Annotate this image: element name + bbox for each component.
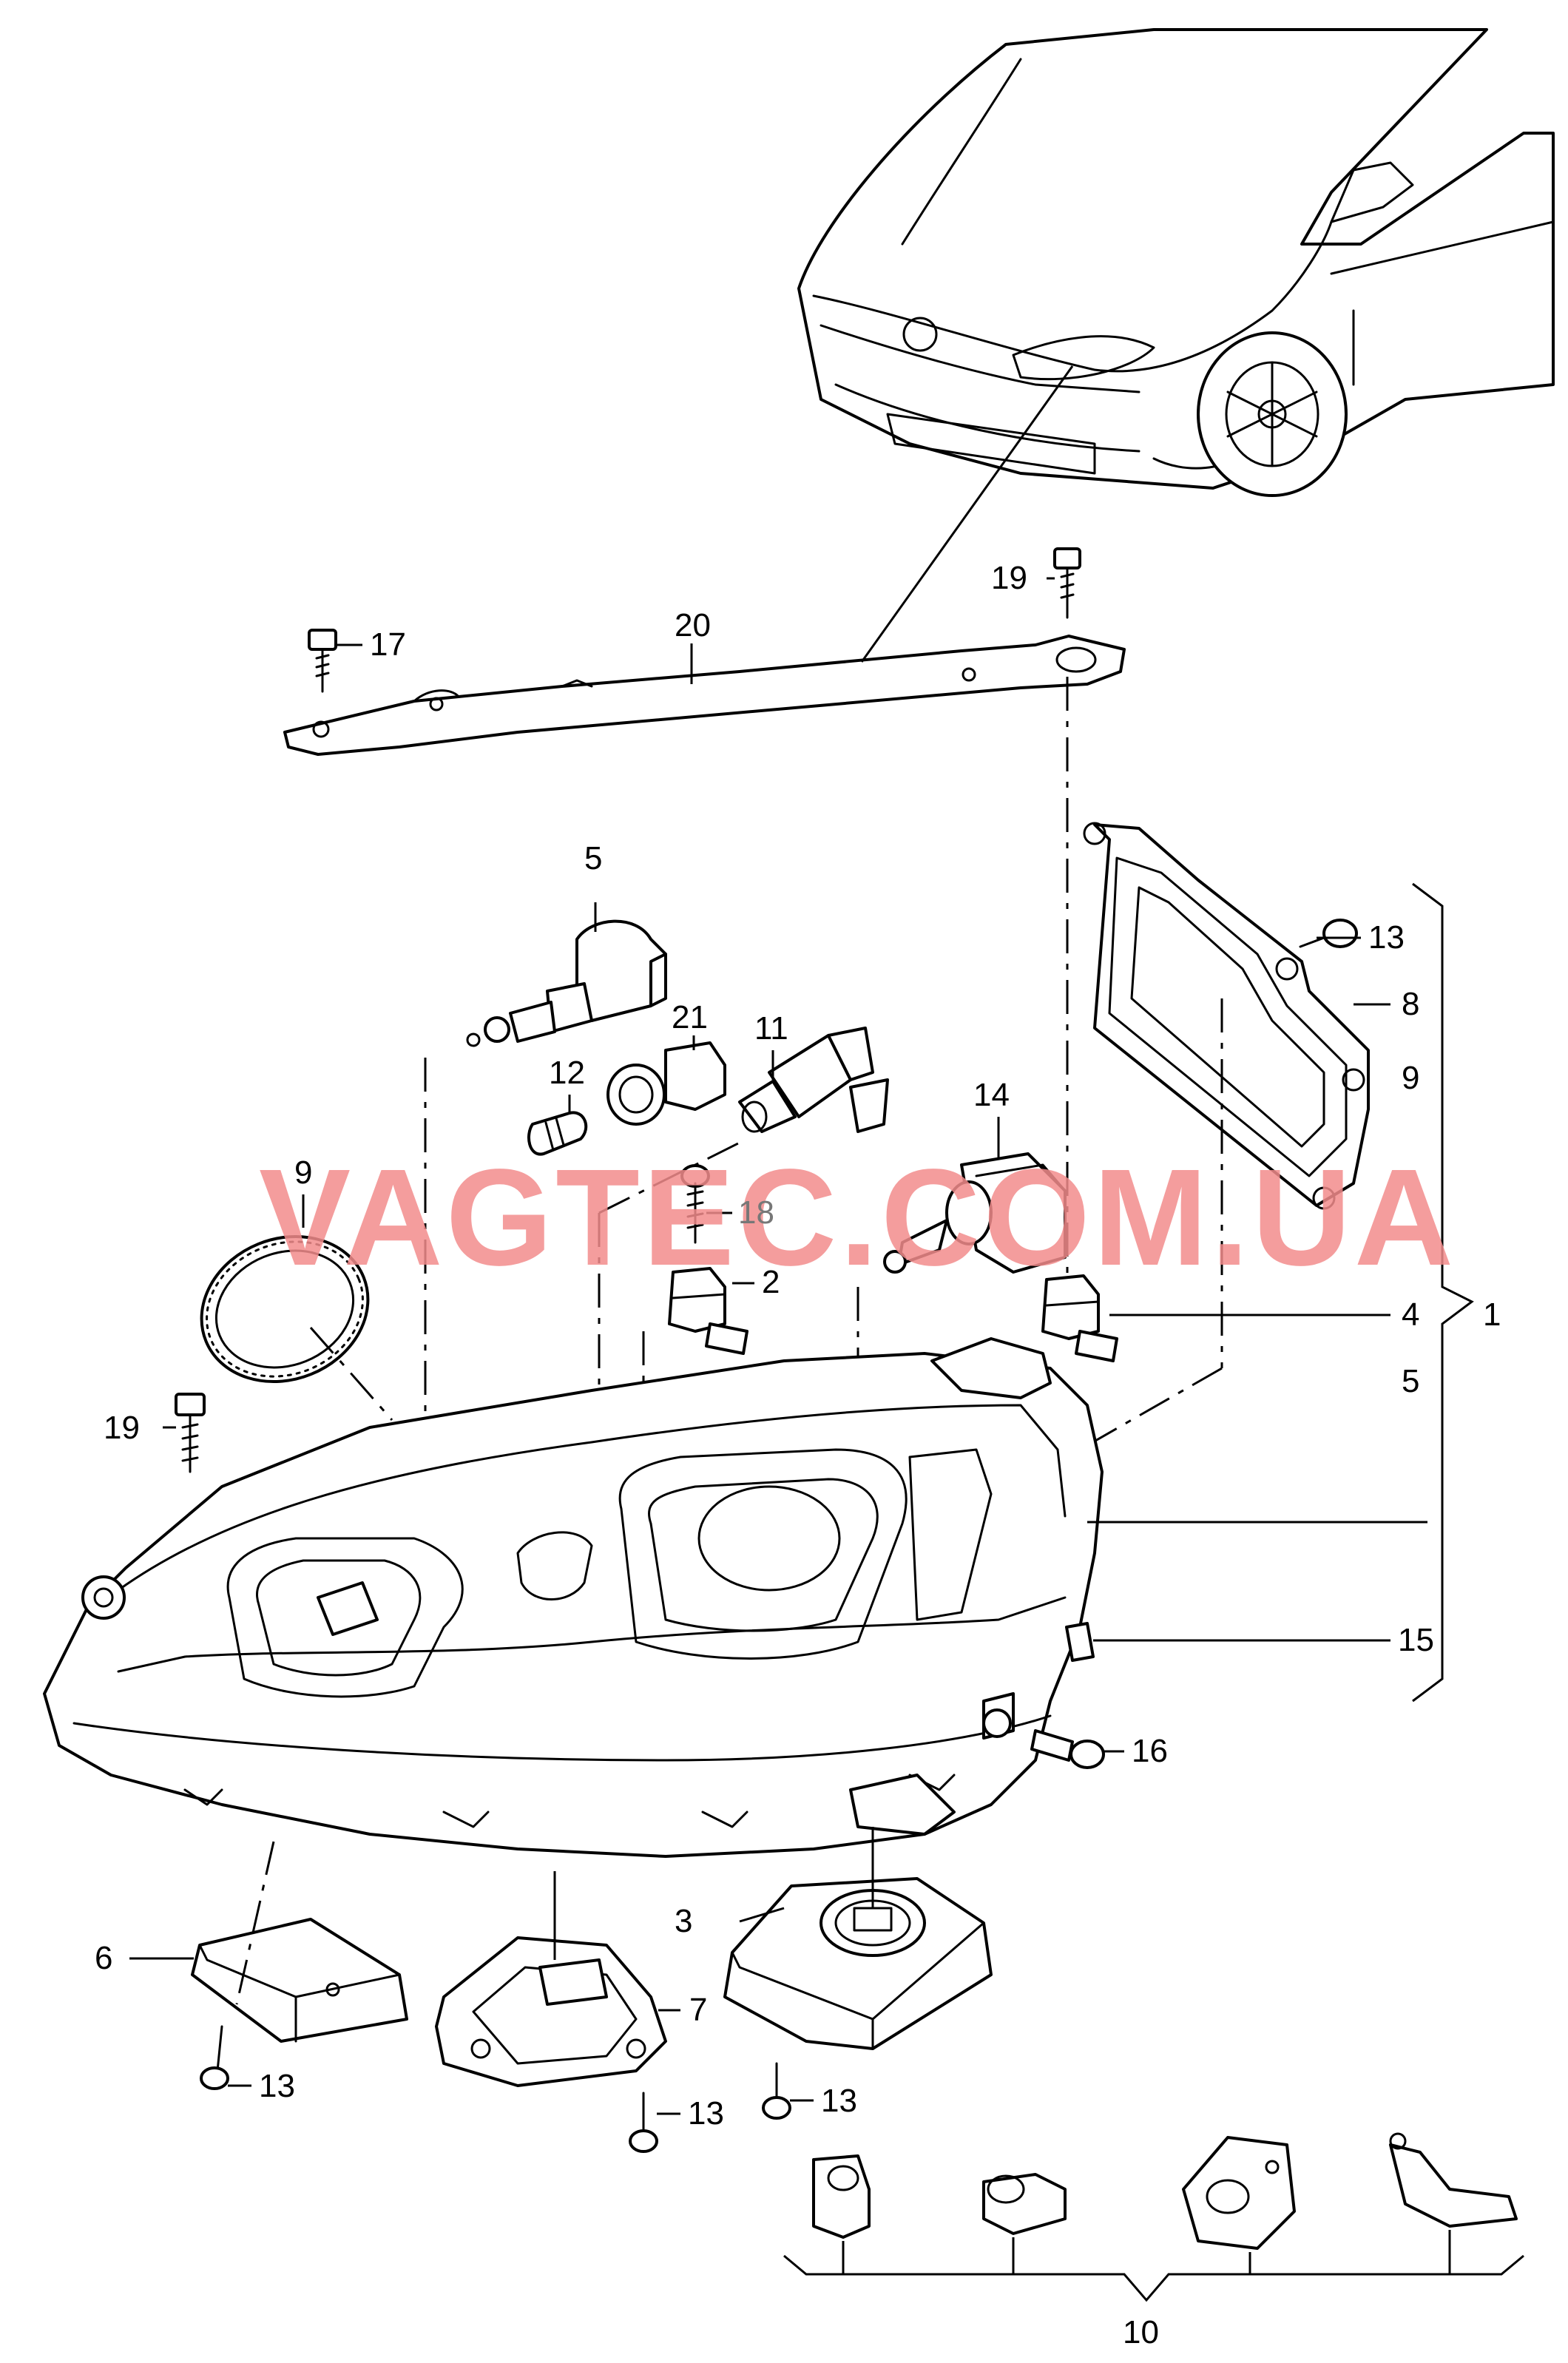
car-front-illustration (797, 28, 1555, 497)
bulb-11-axis (598, 1137, 748, 1214)
bolt-19-lower (175, 1393, 206, 1473)
headlight-housing (43, 1337, 1104, 1858)
cover-gasket (1083, 822, 1370, 1210)
bulb-5 (466, 919, 667, 1047)
callout-19-upper: 19 (991, 560, 1027, 596)
bulb-12 (527, 1111, 588, 1156)
screw-13-upper (1299, 919, 1358, 948)
watermark: VAGTEC.COM.UA (259, 1141, 1456, 1294)
callout-18: 18 (738, 1194, 774, 1231)
screw-13-left (200, 2025, 229, 2090)
callout-3: 3 (675, 1903, 692, 1939)
callout-12: 12 (549, 1055, 585, 1091)
connector-10a (812, 2154, 871, 2239)
bulb-11 (738, 1027, 889, 1133)
callout-5-lower: 5 (1402, 1363, 1419, 1399)
set-bracket-1 (1412, 882, 1474, 1703)
bolt-16 (308, 629, 337, 693)
connector-10d (1389, 2132, 1518, 2228)
clip-4 (1041, 1274, 1118, 1362)
control-module-6 (191, 1918, 408, 2043)
callout-9-left: 9 (294, 1155, 312, 1191)
clip-15 (1065, 1622, 1095, 1662)
gasket-axis-2 (1079, 1367, 1223, 1451)
connector-10c (1182, 2136, 1296, 2250)
callout-10: 10 (1123, 2314, 1159, 2350)
callout-13-upper: 13 (1368, 919, 1405, 956)
callout-19-lower: 19 (104, 1410, 140, 1446)
xenon-bulb-14 (883, 1152, 1067, 1274)
screw-13-middle (629, 2092, 658, 2153)
callout-16-17: 16 (1132, 1733, 1168, 1769)
callout-13-left: 13 (259, 2068, 295, 2104)
callout-21: 21 (672, 999, 708, 1035)
bulb-21 (606, 1041, 726, 1126)
leader-lines (129, 577, 1427, 2115)
carrier-bar-link-line (860, 365, 1074, 663)
callout-14: 14 (973, 1077, 1010, 1113)
ring-axis (309, 1327, 393, 1421)
module-6-axis (235, 1841, 275, 2005)
clip-2 (668, 1267, 748, 1355)
screw-13-right (762, 2062, 791, 2120)
carrier-bar (283, 635, 1126, 756)
callout-5-upper: 5 (584, 840, 602, 876)
callout-2: 2 (762, 1264, 780, 1300)
bracket-7 (435, 1936, 667, 2087)
callout-9-right: 9 (1402, 1060, 1419, 1096)
screw-18 (680, 1164, 710, 1244)
callout-8: 8 (1402, 986, 1419, 1022)
screw-17 (1030, 1729, 1105, 1769)
callout-15: 15 (1398, 1622, 1434, 1658)
callout-16: 17 (370, 626, 406, 663)
bolt-19-upper (1053, 547, 1081, 619)
callout-13-middle: 13 (688, 2095, 724, 2132)
callout-13-right: 13 (821, 2083, 857, 2119)
connector-10-bracket (783, 2230, 1524, 2302)
callout-4: 4 (1402, 1297, 1419, 1333)
callout-6: 6 (95, 1940, 112, 1976)
callout-20: 20 (675, 607, 711, 643)
ballast-3 (723, 1877, 993, 2050)
callout-11: 11 (754, 1010, 788, 1047)
callout-1: 1 (1483, 1297, 1501, 1333)
callout-7: 7 (689, 1992, 707, 2028)
connector-10b (982, 2173, 1067, 2235)
